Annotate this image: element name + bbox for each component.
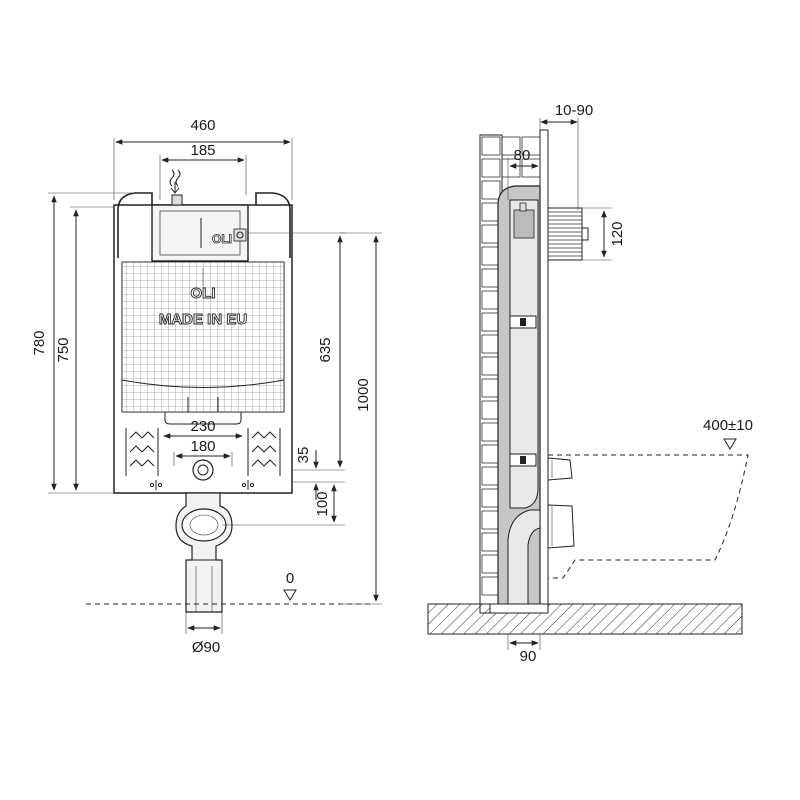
floor-zero-label: 0 xyxy=(286,570,294,587)
svg-text:OLI: OLI xyxy=(212,232,232,246)
dim-drain-diameter: Ø90 xyxy=(192,639,220,656)
dim-height-635: 635 xyxy=(317,337,334,362)
dim-height-750: 750 xyxy=(55,337,72,362)
wc-bowl-outline xyxy=(548,454,749,579)
front-board xyxy=(539,129,549,614)
dim-floor-90: 90 xyxy=(520,648,537,665)
supply-pipe xyxy=(192,459,214,481)
flush-box xyxy=(151,204,249,262)
dim-height-1000: 1000 xyxy=(355,378,372,411)
side-view: 10-90 80 120 400±10 90 xyxy=(427,102,753,665)
dim-offset-100: 100 xyxy=(314,491,331,516)
dim-width-460: 460 xyxy=(190,117,215,134)
dim-bracket-230: 230 xyxy=(190,418,215,435)
dim-offset-35: 35 xyxy=(295,447,312,464)
floor-slab xyxy=(427,603,743,635)
flush-button-housing xyxy=(547,207,583,261)
dim-height-780: 780 xyxy=(31,330,48,355)
dim-depth-10-90: 10-90 xyxy=(555,102,593,119)
dim-inlet-185: 185 xyxy=(190,142,215,159)
side-tank xyxy=(509,199,539,509)
made-in-label: MADE IN EU xyxy=(159,311,247,328)
front-view: OLI MADE IN EU OLI xyxy=(31,117,382,656)
dim-bracket-180: 180 xyxy=(190,438,215,455)
frame-chevrons-left xyxy=(125,428,159,476)
water-inlet-icon xyxy=(169,169,181,187)
dim-bowl-height: 400±10 xyxy=(703,417,753,434)
frame-chevrons-right xyxy=(247,428,281,476)
dim-height-120: 120 xyxy=(609,221,626,246)
brand-logo: OLI xyxy=(191,285,216,302)
dim-depth-80: 80 xyxy=(514,147,531,164)
